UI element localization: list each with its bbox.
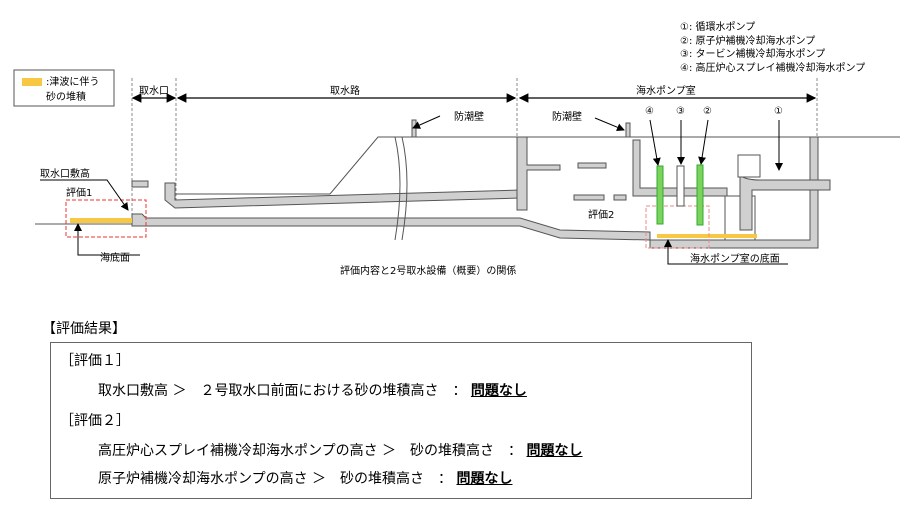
pump-marker-1: ① — [774, 106, 783, 117]
pump-marker-4: ④ — [645, 106, 654, 117]
seawall-label-2: 防潮壁 — [552, 112, 582, 123]
pump-floor-label: 海水ポンプ室の底面 — [690, 254, 780, 265]
section-pump-room: 海水ポンプ室 — [636, 86, 696, 97]
eval2-verdict-2: 問題なし — [456, 471, 513, 487]
eval1-text: 取水口敷高 ＞ ２号取水口前面における砂の堆積高さ ： — [98, 383, 467, 399]
eval2-label: 評価2 — [588, 210, 615, 221]
eval2-text-2: 原子炉補機冷却海水ポンプの高さ ＞ 砂の堆積高さ ： — [98, 471, 453, 487]
diagram-caption: 評価内容と2号取水設備（概要）の関係 — [340, 266, 517, 277]
eval1-title: ［評価１］ — [60, 353, 130, 369]
sand-deposit-intake — [70, 218, 132, 223]
pump-legend-2: ②: 原子炉補機冷却海水ポンプ — [680, 36, 816, 47]
sand-swatch — [22, 78, 42, 86]
results-box — [50, 342, 752, 499]
intake-facility-diagram — [13, 69, 900, 265]
eval2-verdict-1: 問題なし — [526, 443, 583, 459]
section-intake: 取水口 — [139, 86, 169, 97]
intake-sill-label: 取水口敷高 — [40, 169, 90, 180]
eval1-region — [65, 199, 147, 238]
legend-box — [13, 69, 115, 107]
pump-legend-1: ①: 循環水ポンプ — [680, 22, 756, 33]
seawall-label-1: 防潮壁 — [454, 112, 484, 123]
legend-label-2: 砂の堆積 — [46, 92, 86, 103]
eval2-result-2: 原子炉補機冷却海水ポンプの高さ ＞ 砂の堆積高さ ： 問題なし — [98, 468, 512, 488]
pump-legend-3: ③: タービン補機冷却海水ポンプ — [680, 49, 826, 60]
legend-label-1: :津波に伴う — [46, 77, 100, 88]
pump-legend-4: ④: 高圧炉心スプレイ補機冷却海水ポンプ — [680, 63, 866, 74]
eval1-label: 評価1 — [66, 188, 93, 199]
sand-deposit-pump-room — [657, 234, 757, 238]
pump-marker-2: ② — [703, 106, 712, 117]
pump-3 — [676, 165, 685, 207]
results-heading: 【評価結果】 — [42, 321, 126, 337]
eval2-result-1: 高圧炉心スプレイ補機冷却海水ポンプの高さ ＞ 砂の堆積高さ ： 問題なし — [98, 440, 582, 460]
eval1-result: 取水口敷高 ＞ ２号取水口前面における砂の堆積高さ ： 問題なし — [98, 380, 527, 400]
pump-marker-3: ③ — [676, 106, 685, 117]
seabed-label: 海底面 — [100, 253, 130, 264]
eval2-title: ［評価２］ — [60, 413, 130, 429]
pump-4 — [656, 165, 664, 225]
section-channel: 取水路 — [330, 86, 360, 97]
eval2-text-1: 高圧炉心スプレイ補機冷却海水ポンプの高さ ＞ 砂の堆積高さ ： — [98, 443, 523, 459]
pump-2 — [696, 164, 704, 226]
eval1-verdict: 問題なし — [470, 383, 527, 399]
